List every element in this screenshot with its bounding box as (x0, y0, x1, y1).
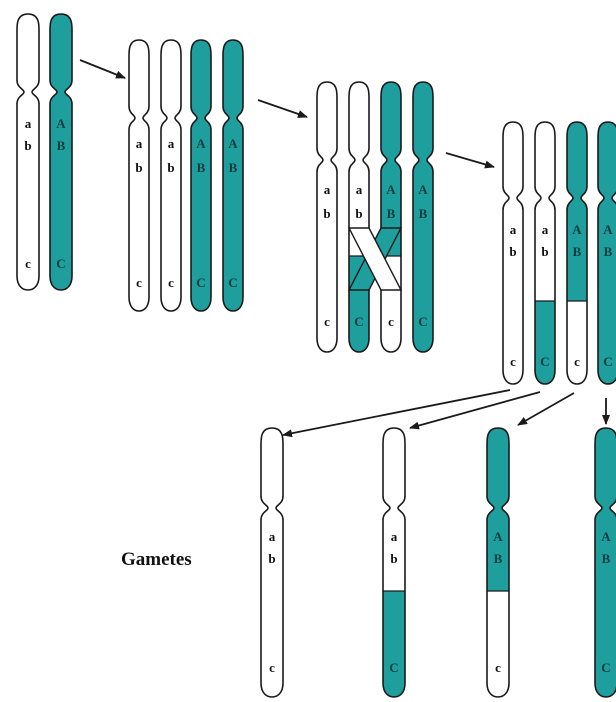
allele-label: B (573, 244, 582, 259)
stage2-chromatid-teal-1: AB C (191, 40, 211, 311)
allele-label: a (391, 529, 398, 544)
chromatid-segment (381, 591, 407, 699)
allele-label: A (228, 136, 238, 151)
allele-label: b (24, 138, 31, 153)
allele-label: b (167, 160, 174, 175)
chromatid-segment (485, 591, 511, 699)
allele-label: B (387, 206, 396, 221)
allele-label: A (418, 182, 428, 197)
allele-label: c (574, 354, 580, 369)
allele-label: B (57, 138, 66, 153)
allele-label: c (168, 275, 174, 290)
allele-label: C (418, 314, 427, 329)
allele-label: a (510, 222, 517, 237)
allele-label: A (493, 529, 503, 544)
stage4-chromatid-teal: AB C (598, 122, 616, 384)
allele-label: C (601, 660, 610, 675)
stage3-chromatid-white-1: ab c (317, 82, 337, 352)
arrow-stage2-to-3 (258, 100, 307, 117)
allele-label: b (323, 206, 330, 221)
allele-label: c (136, 275, 142, 290)
allele-label: A (601, 529, 611, 544)
stage3-chromatid-teal-2: AB C (413, 82, 433, 352)
allele-label: C (540, 354, 549, 369)
allele-label: c (269, 660, 275, 675)
arrows-layer (80, 60, 606, 435)
stage4-chromatid-recomb-1: abC (533, 122, 557, 386)
allele-label: c (388, 314, 394, 329)
allele-label: A (56, 116, 66, 131)
stage3-chromatid-white-2: abC (347, 82, 371, 354)
stage3-chromatid-teal-1: ABc (379, 82, 403, 354)
allele-label: c (324, 314, 330, 329)
allele-label: b (355, 206, 362, 221)
arrow-stage3-to-4 (446, 153, 494, 167)
allele-label: c (25, 256, 31, 271)
chromatid-body (223, 40, 243, 311)
arrow-to-gamete-3 (518, 393, 574, 425)
allele-label: C (196, 275, 205, 290)
stage1-chromosome-white: ab c (17, 14, 39, 290)
allele-label: C (56, 256, 65, 271)
chromatid-body (161, 40, 181, 311)
allele-label: C (389, 660, 398, 675)
chromatid-segment (533, 301, 557, 386)
gametes-label: Gametes (121, 549, 192, 570)
allele-label: C (228, 275, 237, 290)
stage2-chromatid-teal-2: AB C (223, 40, 243, 311)
allele-label: A (603, 222, 613, 237)
allele-label: b (135, 160, 142, 175)
allele-label: a (269, 529, 276, 544)
allele-label: a (542, 222, 549, 237)
allele-label: B (197, 160, 206, 175)
allele-label: a (324, 182, 331, 197)
allele-label: a (168, 136, 175, 151)
allele-label: b (509, 244, 516, 259)
allele-label: b (541, 244, 548, 259)
chromatid-body (191, 40, 211, 311)
gamete-recomb-2: ABc (485, 428, 511, 699)
stage4-chromatid-white: ab c (503, 122, 523, 384)
allele-label: C (603, 354, 612, 369)
allele-label: A (196, 136, 206, 151)
gamete-teal: AB C (595, 428, 616, 697)
allele-label: B (419, 206, 428, 221)
allele-label: B (602, 551, 611, 566)
allele-label: b (268, 551, 275, 566)
chromatid-body (129, 40, 149, 311)
arrow-stage1-to-2 (80, 60, 125, 78)
allele-label: a (136, 136, 143, 151)
allele-label: a (25, 116, 32, 131)
gamete-recomb-1: abC (381, 428, 407, 699)
allele-label: C (354, 314, 363, 329)
allele-label: A (386, 182, 396, 197)
allele-label: B (229, 160, 238, 175)
allele-label: a (356, 182, 363, 197)
allele-label: B (604, 244, 613, 259)
stage2-chromatid-white-2: ab c (161, 40, 181, 311)
allele-label: B (494, 551, 503, 566)
chromosomes-layer: abcABCabcabcABCABCabcABCabCABcabcabCABcA… (17, 14, 616, 699)
stage2-chromatid-white-1: ab c (129, 40, 149, 311)
allele-label: c (510, 354, 516, 369)
stage1-chromosome-teal: AB C (50, 14, 72, 290)
allele-label: b (390, 551, 397, 566)
stage4-chromatid-recomb-2: ABc (565, 122, 589, 386)
gamete-white: ab c (261, 428, 283, 697)
allele-label: A (572, 222, 582, 237)
allele-label: c (495, 660, 501, 675)
chromatid-segment (565, 301, 589, 386)
